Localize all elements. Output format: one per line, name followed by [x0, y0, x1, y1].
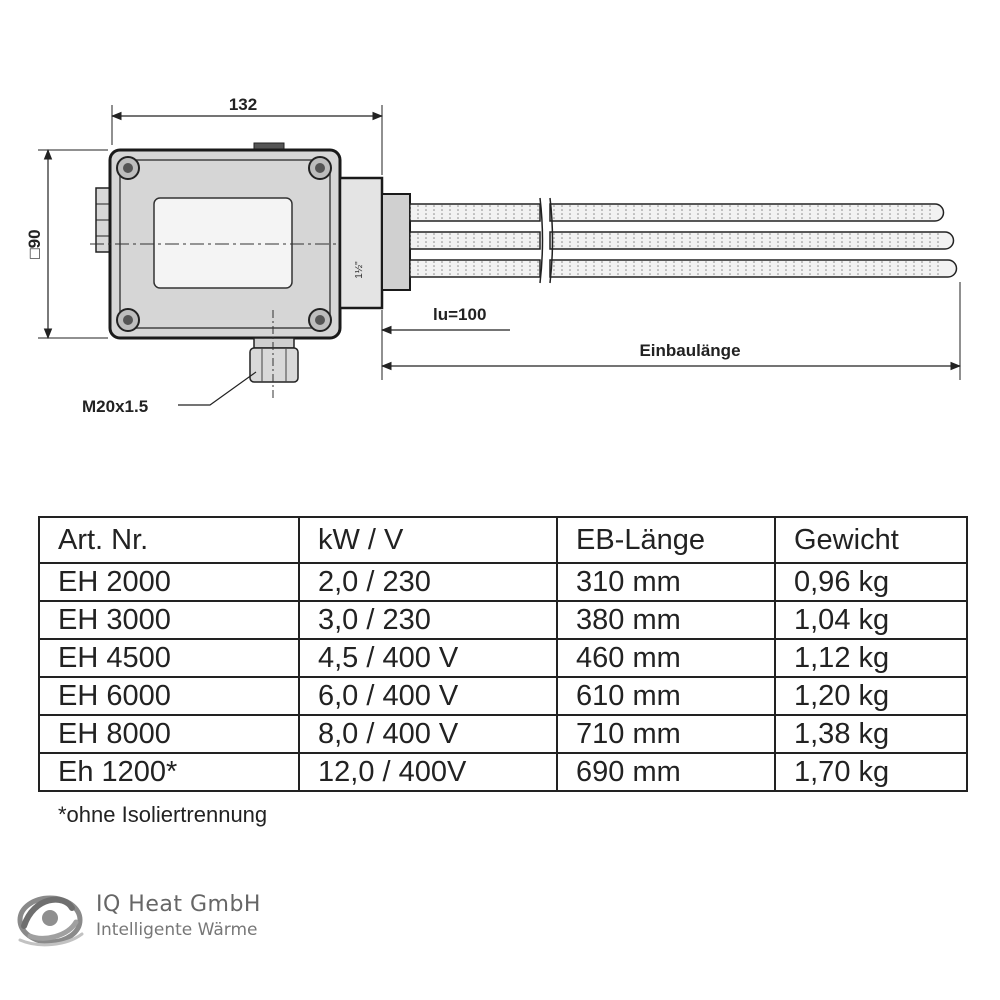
width-dimension-label: 132	[229, 95, 257, 114]
cell-length: 460 mm	[556, 638, 776, 678]
cell-weight: 1,20 kg	[774, 676, 968, 716]
cell-length: 610 mm	[556, 676, 776, 716]
cable-gland-label: M20x1.5	[82, 397, 148, 416]
table-row: Eh 1200* 12,0 / 400V 690 mm 1,70 kg	[38, 752, 968, 792]
height-dimension: □90	[25, 148, 108, 340]
cell-article: EH 4500	[38, 638, 300, 678]
cell-weight: 1,04 kg	[774, 600, 968, 640]
cell-length: 690 mm	[556, 752, 776, 792]
lu-dimension-label: lu=100	[433, 305, 486, 324]
table-footnote: *ohne Isoliertrennung	[58, 802, 268, 827]
cell-weight: 1,70 kg	[774, 752, 968, 792]
cell-length: 380 mm	[556, 600, 776, 640]
cell-article: Eh 1200*	[38, 752, 300, 792]
cell-power: 2,0 / 230	[298, 562, 558, 602]
cell-power: 4,5 / 400 V	[298, 638, 558, 678]
heating-tube	[409, 259, 958, 278]
cell-power: 6,0 / 400 V	[298, 676, 558, 716]
cell-article: EH 8000	[38, 714, 300, 754]
swirl-logo-icon	[17, 895, 84, 947]
table-row: EH 3000 3,0 / 230 380 mm 1,04 kg	[38, 600, 968, 640]
heating-tube	[409, 203, 945, 222]
cell-length: 310 mm	[556, 562, 776, 602]
heating-tubes	[409, 197, 958, 284]
brand-tagline: Intelligente Wärme	[96, 920, 258, 940]
column-header-weight: Gewicht	[774, 516, 968, 564]
heating-element-drawing: 132 □90	[25, 95, 962, 416]
column-header-length: EB-Länge	[556, 516, 776, 564]
insertion-length-dimension: Einbaulänge	[380, 282, 962, 380]
table-row: EH 6000 6,0 / 400 V 610 mm 1,20 kg	[38, 676, 968, 716]
lu-dimension: lu=100	[380, 305, 510, 380]
square-dimension-label: □90	[25, 229, 44, 258]
cell-article: EH 3000	[38, 600, 300, 640]
column-header-article: Art. Nr.	[38, 516, 300, 564]
terminal-housing	[108, 148, 342, 340]
cable-gland-callout: M20x1.5	[82, 371, 257, 416]
table-row: EH 2000 2,0 / 230 310 mm 0,96 kg	[38, 562, 968, 602]
insertion-length-label: Einbaulänge	[639, 341, 740, 360]
heating-tube	[409, 231, 955, 250]
thread-head: 1½"	[338, 176, 411, 310]
cable-gland	[249, 310, 299, 400]
cell-article: EH 2000	[38, 562, 300, 602]
table-row: EH 4500 4,5 / 400 V 460 mm 1,12 kg	[38, 638, 968, 678]
cell-power: 8,0 / 400 V	[298, 714, 558, 754]
housing-screws	[116, 156, 332, 332]
cell-power: 3,0 / 230	[298, 600, 558, 640]
brand-name: IQ Heat GmbH	[96, 892, 261, 917]
table-header-row: Art. Nr. kW / V EB-Länge Gewicht	[38, 516, 968, 564]
table-row: EH 8000 8,0 / 400 V 710 mm 1,38 kg	[38, 714, 968, 754]
cell-weight: 1,38 kg	[774, 714, 968, 754]
brand-block: IQ Heat GmbH Intelligente Wärme	[14, 886, 314, 956]
cell-length: 710 mm	[556, 714, 776, 754]
cell-power: 12,0 / 400V	[298, 752, 558, 792]
cell-article: EH 6000	[38, 676, 300, 716]
width-dimension: 132	[110, 95, 384, 175]
thread-size-label: 1½"	[354, 261, 365, 279]
spec-table: Art. Nr. kW / V EB-Länge Gewicht EH 2000…	[38, 516, 968, 792]
cell-weight: 0,96 kg	[774, 562, 968, 602]
column-header-power: kW / V	[298, 516, 558, 564]
housing-label-plate	[153, 197, 293, 289]
cell-weight: 1,12 kg	[774, 638, 968, 678]
